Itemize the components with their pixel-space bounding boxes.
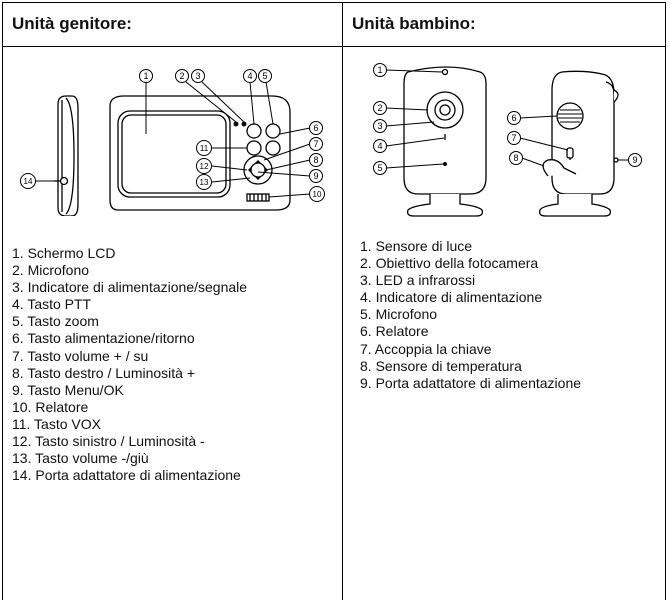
baby-callout-1: 1 bbox=[373, 63, 387, 77]
parent-callout-8: 8 bbox=[309, 153, 323, 167]
parent-callout-11: 11 bbox=[196, 140, 212, 156]
list-item: 5. Microfono bbox=[360, 306, 438, 323]
svg-text:5: 5 bbox=[377, 163, 382, 173]
parent-unit-parts-list: 1. Schermo LCD 2. Microfono 3. Indicator… bbox=[12, 245, 247, 484]
svg-text:13: 13 bbox=[200, 178, 209, 187]
svg-text:9: 9 bbox=[632, 155, 637, 165]
list-item: 14. Porta adattatore di alimentazione bbox=[12, 467, 241, 484]
parent-callout-1: 1 bbox=[139, 69, 153, 83]
list-item: 12. Tasto sinistro / Luminosità - bbox=[12, 433, 205, 450]
parent-unit-heading: Unità genitore: bbox=[12, 14, 132, 33]
svg-text:7: 7 bbox=[313, 139, 318, 149]
svg-text:6: 6 bbox=[313, 123, 318, 133]
list-item: 11. Tasto VOX bbox=[12, 415, 101, 432]
baby-callout-7: 7 bbox=[507, 131, 521, 145]
column-divider bbox=[342, 2, 343, 600]
baby-callout-6: 6 bbox=[507, 111, 521, 125]
list-item: 5. Tasto zoom bbox=[12, 313, 99, 330]
svg-text:1: 1 bbox=[143, 71, 148, 81]
list-item: 3. LED a infrarossi bbox=[360, 272, 476, 289]
baby-unit-parts-list: 1. Sensore di luce 2. Obiettivo della fo… bbox=[360, 238, 581, 392]
baby-camera-side bbox=[538, 70, 619, 217]
baby-callout-4: 4 bbox=[373, 139, 387, 153]
baby-callout-2: 2 bbox=[373, 101, 387, 115]
list-item: 2. Obiettivo della fotocamera bbox=[360, 255, 539, 272]
list-item: 4. Indicatore di alimentazione bbox=[360, 289, 543, 306]
parent-callout-3: 3 bbox=[191, 69, 205, 83]
svg-text:2: 2 bbox=[179, 71, 184, 81]
list-item: 9. Porta adattatore di alimentazione bbox=[360, 374, 582, 391]
parent-callout-6: 6 bbox=[309, 121, 323, 135]
parent-callout-13: 13 bbox=[196, 174, 212, 190]
list-item: 9. Tasto Menu/OK bbox=[12, 381, 124, 398]
svg-text:9: 9 bbox=[313, 171, 318, 181]
parent-callout-2: 2 bbox=[175, 69, 189, 83]
svg-text:1: 1 bbox=[377, 65, 382, 75]
list-item: 6. Relatore bbox=[360, 323, 429, 340]
svg-text:3: 3 bbox=[377, 121, 382, 131]
baby-callout-8: 8 bbox=[509, 151, 523, 165]
baby-unit-heading: Unità bambino: bbox=[352, 14, 476, 33]
list-item: 2. Microfono bbox=[12, 262, 90, 279]
list-item: 7. Tasto volume + / su bbox=[12, 347, 149, 364]
baby-unit-illustration: 1 2 3 4 5 6 7 8 9 bbox=[352, 60, 664, 220]
parent-callout-14: 14 bbox=[20, 173, 36, 189]
svg-text:6: 6 bbox=[511, 113, 516, 123]
baby-callout-3: 3 bbox=[373, 119, 387, 133]
svg-text:2: 2 bbox=[377, 103, 382, 113]
list-item: 10. Relatore bbox=[12, 398, 89, 415]
baby-callout-5: 5 bbox=[373, 161, 387, 175]
baby-callout-9: 9 bbox=[628, 153, 642, 167]
list-item: 13. Tasto volume -/giù bbox=[12, 450, 149, 467]
parent-callout-7: 7 bbox=[309, 137, 323, 151]
list-item: 4. Tasto PTT bbox=[12, 296, 92, 313]
header-divider bbox=[2, 46, 666, 47]
list-item: 8. Tasto destro / Luminosità + bbox=[12, 364, 196, 381]
parent-callout-4: 4 bbox=[243, 69, 257, 83]
parent-side-view bbox=[54, 95, 79, 217]
list-item: 3. Indicatore di alimentazione/segnale bbox=[12, 279, 248, 296]
parent-callout-10: 10 bbox=[309, 186, 325, 202]
svg-text:4: 4 bbox=[377, 141, 382, 151]
svg-text:8: 8 bbox=[313, 155, 318, 165]
svg-text:14: 14 bbox=[24, 177, 33, 186]
svg-text:5: 5 bbox=[262, 71, 267, 81]
list-item: 6. Tasto alimentazione/ritorno bbox=[12, 330, 195, 347]
svg-text:10: 10 bbox=[313, 190, 322, 199]
list-item: 1. Sensore di luce bbox=[360, 238, 473, 254]
svg-text:11: 11 bbox=[200, 144, 209, 153]
svg-text:3: 3 bbox=[195, 71, 200, 81]
parent-callout-12: 12 bbox=[196, 158, 212, 174]
list-item: 7. Accoppia la chiave bbox=[360, 340, 492, 357]
svg-text:7: 7 bbox=[511, 133, 516, 143]
svg-text:12: 12 bbox=[200, 162, 209, 171]
parent-callout-5: 5 bbox=[258, 69, 272, 83]
list-item: 8. Sensore di temperatura bbox=[360, 357, 522, 374]
baby-camera-front bbox=[403, 66, 487, 217]
svg-text:4: 4 bbox=[247, 71, 252, 81]
svg-text:8: 8 bbox=[513, 153, 518, 163]
parent-unit-illustration: 1 2 3 4 5 6 7 8 9 10 11 12 13 14 bbox=[14, 66, 342, 217]
parent-callout-9: 9 bbox=[309, 169, 323, 183]
list-item: 1. Schermo LCD bbox=[12, 245, 116, 261]
